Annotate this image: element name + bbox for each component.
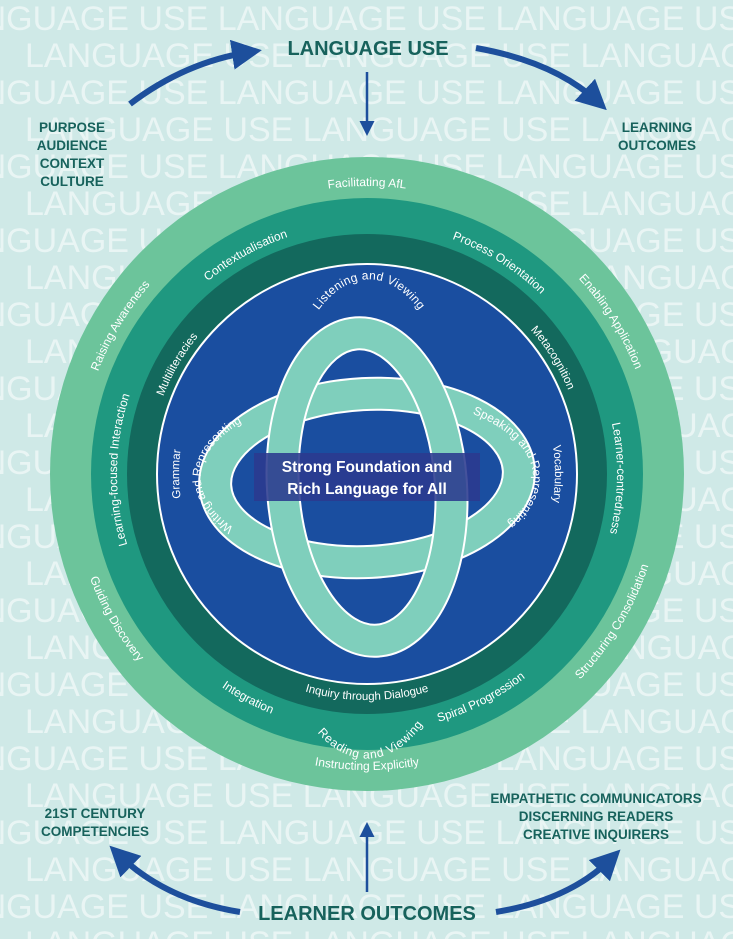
horizontal-loop xyxy=(200,378,534,578)
label-vocabulary: Vocabulary xyxy=(550,444,564,503)
watermark-row: LANGUAGE USE LANGUAGE USE LANGUAGE USE L… xyxy=(0,0,733,38)
learner-outcomes-heading: LEARNER OUTCOMES xyxy=(258,903,476,925)
attribute-inquirers: CREATIVE INQUIRERS xyxy=(523,827,669,842)
watermark-row: LANGUAGE USE LANGUAGE USE LANGUAGE USE L… xyxy=(25,37,733,75)
watermark-row: LANGUAGE USE LANGUAGE USE LANGUAGE USE L… xyxy=(25,851,733,889)
outcomes-line: OUTCOMES xyxy=(618,138,696,153)
learning-outcomes-label: LEARNING OUTCOMES xyxy=(618,120,696,153)
watermark-row: LANGUAGE USE LANGUAGE USE LANGUAGE USE L… xyxy=(25,111,733,149)
learning-line: LEARNING xyxy=(622,120,693,135)
competencies-label: 21ST CENTURY COMPETENCIES xyxy=(41,806,149,839)
center-label-line-2: Rich Language for All xyxy=(287,481,447,498)
label-facilitating-afl: Facilitating AfL xyxy=(327,175,408,192)
context-factors: PURPOSE AUDIENCE CONTEXT CULTURE xyxy=(37,120,108,189)
svg-text:Instructing Explicitly: Instructing Explicitly xyxy=(314,754,420,773)
watermark-row: LANGUAGE USE LANGUAGE USE LANGUAGE USE L… xyxy=(0,888,733,926)
flow-arrows xyxy=(109,39,621,915)
svg-text:Facilitating AfL: Facilitating AfL xyxy=(327,175,408,192)
arrow-to-learner-attributes xyxy=(495,849,621,915)
arrow-to-language-use xyxy=(128,39,262,107)
learner-attributes: EMPATHETIC COMMUNICATORS DISCERNING READ… xyxy=(490,791,701,842)
factor-culture: CULTURE xyxy=(40,174,104,189)
label-grammar: Grammar xyxy=(170,449,184,500)
label-instructing-explicitly: Instructing Explicitly xyxy=(314,754,420,773)
competencies-line: COMPETENCIES xyxy=(41,824,149,839)
factor-audience: AUDIENCE xyxy=(37,138,108,153)
factor-purpose: PURPOSE xyxy=(39,120,105,135)
arrow-to-learning-outcomes xyxy=(475,45,607,111)
factor-context: CONTEXT xyxy=(40,156,105,171)
svg-text:Grammar: Grammar xyxy=(170,449,184,500)
center-label-line-1: Strong Foundation and xyxy=(282,459,452,476)
attribute-communicators: EMPATHETIC COMMUNICATORS xyxy=(490,791,701,806)
watermark-row: LANGUAGE USE LANGUAGE USE LANGUAGE USE L… xyxy=(25,925,733,939)
arrow-to-21st-century xyxy=(109,845,241,915)
attribute-readers: DISCERNING READERS xyxy=(519,809,674,824)
center-label-box: Strong Foundation and Rich Language for … xyxy=(254,453,480,501)
language-use-heading: LANGUAGE USE xyxy=(287,38,448,60)
century-line: 21ST CENTURY xyxy=(45,806,146,821)
svg-text:Vocabulary: Vocabulary xyxy=(550,444,564,503)
